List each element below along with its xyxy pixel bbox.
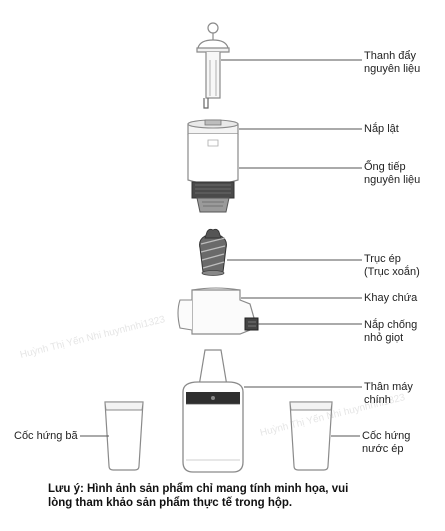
label-feed-tube-line1: Ống tiếp: [364, 161, 406, 173]
label-drip-stop: Nắp chống nhỏ giọt: [364, 319, 417, 345]
label-auger-line1: Trục ép: [364, 253, 401, 265]
label-feed-tube-line2: nguyên liệu: [364, 174, 421, 186]
label-pusher: Thanh đẩy nguyên liệu: [364, 50, 420, 76]
label-drip-stop-line2: nhỏ giọt: [364, 332, 404, 344]
label-auger: Trục ép (Trục xoắn): [364, 253, 420, 279]
label-main-body: Thân máy chính: [364, 381, 413, 407]
food-pusher-part: [196, 22, 230, 109]
label-pusher-line1: Thanh đẩy: [364, 50, 416, 62]
label-main-body-line1: Thân máy: [364, 381, 413, 393]
label-feed-tube: Ống tiếp nguyên liệu: [364, 161, 420, 187]
disclaimer-note: Lưu ý: Hình ảnh sản phẩm chỉ mang tính m…: [48, 482, 428, 510]
pulp-cup-part: [104, 401, 144, 471]
main-body-part: [182, 349, 244, 473]
leader-lines: [80, 59, 362, 437]
label-juice-cup: Cốc hứng nước ép: [362, 430, 410, 456]
label-drip-stop-line1: Nắp chống: [364, 319, 418, 331]
feed-tube-part: [187, 119, 239, 213]
label-juice-cup-line2: nước ép: [362, 443, 404, 455]
disclaimer-line1: Lưu ý: Hình ảnh sản phẩm chỉ mang tính m…: [48, 483, 349, 495]
disclaimer-line2: lòng tham khảo sản phẩm thực tế trong hộ…: [48, 497, 293, 509]
label-pusher-line2: nguyên liệu: [364, 63, 421, 75]
label-bowl: Khay chứa: [364, 292, 418, 304]
label-juice-cup-line1: Cốc hứng: [362, 430, 411, 442]
label-main-body-line2: chính: [364, 394, 391, 406]
label-flip-lid: Nắp lật: [364, 123, 399, 135]
label-auger-line2: (Trục xoắn): [364, 266, 420, 278]
juice-bowl-part: [177, 287, 259, 335]
label-pulp-cup: Cốc hứng bã: [14, 430, 78, 442]
juice-cup-part: [289, 401, 333, 471]
auger-part: [199, 228, 227, 276]
